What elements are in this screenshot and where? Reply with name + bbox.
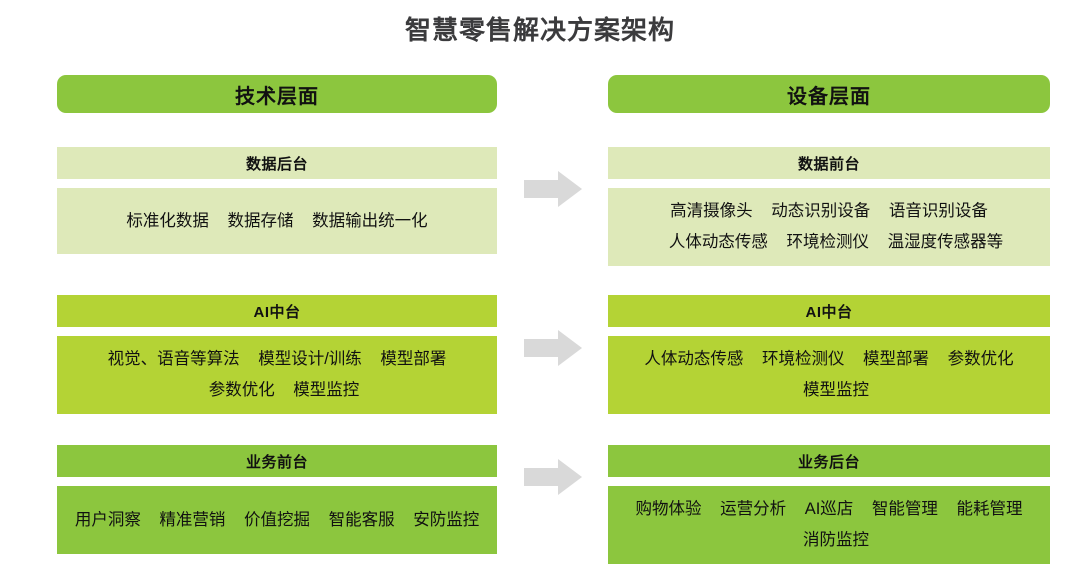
column-technical: 技术层面 数据后台 标准化数据 数据存储 数据输出统一化 AI中台 视觉、语音等… (57, 75, 497, 554)
item-list-business-backend: 购物体验 运营分析 AI巡店 智能管理 能耗管理 消防监控 (618, 494, 1040, 556)
group-ai-middle-right: AI中台 人体动态传感 环境检测仪 模型部署 参数优化 模型监控 (608, 295, 1050, 414)
list-item: 数据输出统一化 (312, 211, 428, 230)
group-title-data-frontend: 数据前台 (608, 147, 1050, 179)
list-item: 语音识别设备 (888, 202, 988, 220)
list-item: 动态识别设备 (771, 202, 871, 220)
list-item: 温湿度传感器等 (887, 233, 1004, 251)
group-body-business-backend: 购物体验 运营分析 AI巡店 智能管理 能耗管理 消防监控 (608, 486, 1050, 564)
list-item: 视觉、语音等算法 (107, 350, 240, 368)
group-title-business-backend: 业务后台 (608, 445, 1050, 477)
list-item: 高清摄像头 (670, 202, 753, 220)
list-item: 精准营销 (159, 510, 226, 529)
list-item: 安防监控 (413, 510, 480, 529)
group-title-ai-middle-left: AI中台 (57, 295, 497, 327)
list-item: 模型监控 (293, 381, 360, 399)
arrow-right-icon (524, 171, 582, 207)
group-business-backend: 业务后台 购物体验 运营分析 AI巡店 智能管理 能耗管理 消防监控 (608, 445, 1050, 564)
list-item: 模型监控 (803, 381, 869, 399)
list-item: 环境检测仪 (786, 233, 870, 251)
group-data-backend: 数据后台 标准化数据 数据存储 数据输出统一化 (57, 147, 497, 254)
list-item: 参数优化 (208, 381, 275, 399)
group-data-frontend: 数据前台 高清摄像头 动态识别设备 语音识别设备 人体动态传感 环境检测仪 温湿… (608, 147, 1050, 266)
list-item: 价值挖掘 (244, 510, 310, 529)
column-equipment: 设备层面 数据前台 高清摄像头 动态识别设备 语音识别设备 人体动态传感 环境检… (608, 75, 1050, 564)
item-list-data-backend: 标准化数据 数据存储 数据输出统一化 (126, 206, 427, 237)
item-list-data-frontend: 高清摄像头 动态识别设备 语音识别设备 人体动态传感 环境检测仪 温湿度传感器等 (618, 196, 1040, 258)
group-body-ai-middle-left: 视觉、语音等算法 模型设计/训练 模型部署 参数优化 模型监控 (57, 336, 497, 414)
column-header-equipment: 设备层面 (608, 75, 1050, 113)
list-item: 参数优化 (947, 350, 1014, 368)
list-item: 智能管理 (871, 500, 938, 518)
item-list-business-frontend: 用户洞察 精准营销 价值挖掘 智能客服 安防监控 (75, 505, 479, 536)
list-item: 人体动态传感 (644, 350, 744, 368)
column-header-technical: 技术层面 (57, 75, 497, 113)
list-item: 运营分析 (720, 500, 787, 518)
list-item: 人体动态传感 (668, 233, 768, 251)
item-list-ai-middle-left: 视觉、语音等算法 模型设计/训练 模型部署 参数优化 模型监控 (67, 344, 487, 406)
list-item: 购物体验 (635, 500, 702, 518)
group-body-data-backend: 标准化数据 数据存储 数据输出统一化 (57, 188, 497, 254)
group-business-frontend: 业务前台 用户洞察 精准营销 价值挖掘 智能客服 安防监控 (57, 445, 497, 554)
group-title-business-frontend: 业务前台 (57, 445, 497, 477)
list-item: 标准化数据 (126, 211, 209, 230)
list-item: AI巡店 (804, 500, 854, 518)
group-title-data-backend: 数据后台 (57, 147, 497, 179)
group-body-business-frontend: 用户洞察 精准营销 价值挖掘 智能客服 安防监控 (57, 486, 497, 554)
list-item: 模型设计/训练 (258, 350, 362, 368)
list-item: 智能客服 (328, 510, 395, 529)
group-body-data-frontend: 高清摄像头 动态识别设备 语音识别设备 人体动态传感 环境检测仪 温湿度传感器等 (608, 188, 1050, 266)
list-item: 用户洞察 (74, 510, 141, 529)
arrow-right-icon (524, 330, 582, 366)
page-title: 智慧零售解决方案架构 (404, 15, 675, 45)
item-list-ai-middle-right: 人体动态传感 环境检测仪 模型部署 参数优化 模型监控 (618, 344, 1040, 406)
list-item: 能耗管理 (956, 500, 1023, 518)
group-ai-middle-left: AI中台 视觉、语音等算法 模型设计/训练 模型部署 参数优化 模型监控 (57, 295, 497, 414)
list-item: 消防监控 (803, 531, 869, 549)
list-item: 模型部署 (863, 350, 930, 368)
list-item: 数据存储 (227, 211, 294, 230)
group-body-ai-middle-right: 人体动态传感 环境检测仪 模型部署 参数优化 模型监控 (608, 336, 1050, 414)
arrow-right-icon (524, 459, 582, 495)
group-title-ai-middle-right: AI中台 (608, 295, 1050, 327)
list-item: 环境检测仪 (761, 350, 845, 368)
list-item: 模型部署 (380, 350, 447, 368)
